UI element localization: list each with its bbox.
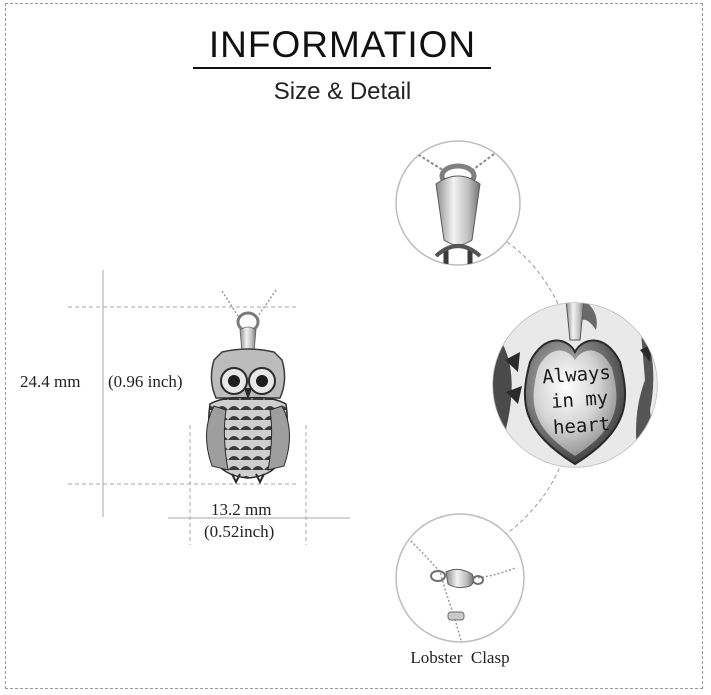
page-subtitle: Size & Detail <box>273 78 412 105</box>
owl-right-pupil <box>256 375 268 387</box>
owl-left-wing <box>206 405 229 471</box>
heart-face <box>533 350 617 456</box>
width-mm-label: 13.2 mm <box>211 500 272 519</box>
connector-top <box>506 241 561 309</box>
dashed-frame <box>5 3 703 689</box>
engraving-closeup: Always in my heart <box>492 302 658 468</box>
title-underline <box>193 67 491 69</box>
height-mm-label: 24.4 mm <box>20 372 81 391</box>
owl-right-wing <box>267 405 290 471</box>
owl-pendant-image <box>206 289 290 485</box>
detail-connectors <box>504 241 563 536</box>
clasp-caption: Lobster Clasp <box>410 648 510 667</box>
width-inch-label: (0.52inch) <box>204 522 275 541</box>
chain-links <box>221 289 277 317</box>
height-inch-label: (0.96 inch) <box>108 372 183 391</box>
page-title: INFORMATION <box>208 24 477 65</box>
measurement-guides <box>68 306 307 545</box>
engraving-line-3: heart <box>552 413 611 439</box>
measurement-axes <box>102 270 350 519</box>
owl-beak <box>244 388 252 400</box>
bail-closeup <box>395 140 521 266</box>
connector-bottom <box>504 461 563 536</box>
clasp-closeup <box>395 513 525 643</box>
engraving-line-1: Always <box>542 362 612 389</box>
owl-feet <box>231 473 265 485</box>
engraving-line-2: in my <box>550 387 609 413</box>
owl-left-pupil <box>228 375 240 387</box>
